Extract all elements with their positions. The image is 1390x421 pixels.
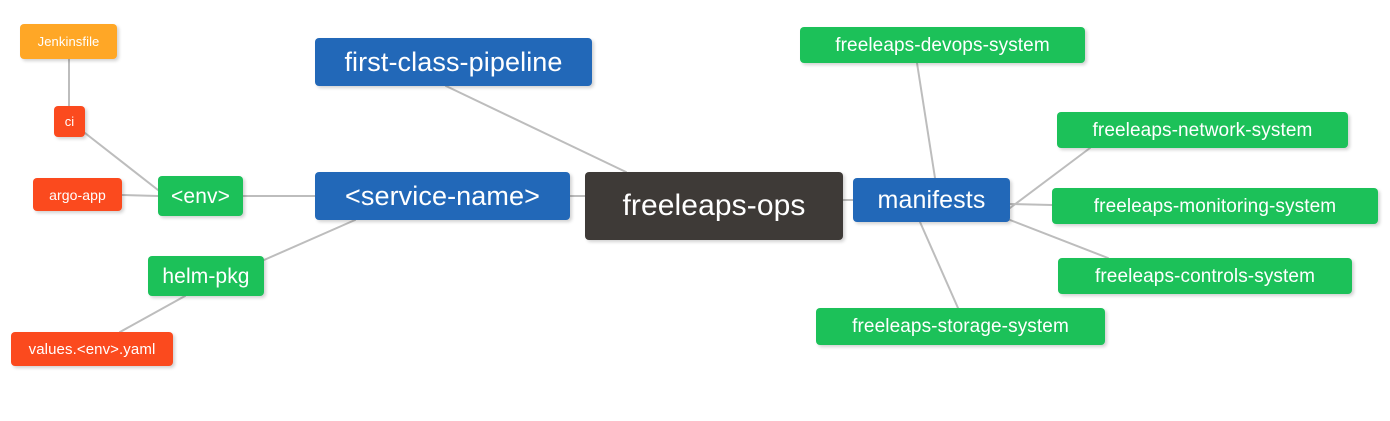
node-env[interactable]: <env> <box>158 176 243 216</box>
node-label-jenkinsfile: Jenkinsfile <box>37 34 100 49</box>
node-label-service-name: <service-name> <box>345 180 540 211</box>
node-label-manifests: manifests <box>877 185 986 214</box>
node-ci[interactable]: ci <box>54 106 85 137</box>
node-freeleaps-controls-system[interactable]: freeleaps-controls-system <box>1058 258 1352 294</box>
node-label-helm-pkg: helm-pkg <box>162 264 250 288</box>
node-first-class-pipeline[interactable]: first-class-pipeline <box>315 38 592 86</box>
node-freeleaps-network-system[interactable]: freeleaps-network-system <box>1057 112 1348 148</box>
edge-first-class-pipeline-to-freeleaps-ops <box>445 85 627 173</box>
node-freeleaps-devops-system[interactable]: freeleaps-devops-system <box>800 27 1085 63</box>
node-label-first-class-pipeline: first-class-pipeline <box>344 46 563 77</box>
node-label-freeleaps-controls-system: freeleaps-controls-system <box>1094 265 1316 287</box>
node-freeleaps-ops[interactable]: freeleaps-ops <box>585 172 843 240</box>
node-freeleaps-monitoring-system[interactable]: freeleaps-monitoring-system <box>1052 188 1378 224</box>
edge-manifests-to-freeleaps-monitoring-system <box>1009 203 1053 206</box>
node-values-yaml[interactable]: values.<env>.yaml <box>11 332 173 366</box>
node-label-ci: ci <box>64 114 75 129</box>
node-freeleaps-storage-system[interactable]: freeleaps-storage-system <box>816 308 1105 345</box>
node-jenkinsfile[interactable]: Jenkinsfile <box>20 24 117 59</box>
edge-manifests-to-freeleaps-storage-system <box>919 221 959 309</box>
node-service-name[interactable]: <service-name> <box>315 172 570 220</box>
node-label-freeleaps-storage-system: freeleaps-storage-system <box>852 316 1069 337</box>
edge-manifests-to-freeleaps-controls-system <box>1009 219 1109 259</box>
edge-argo-app-to-env <box>121 194 159 197</box>
edge-values-yaml-to-helm-pkg <box>119 295 186 333</box>
node-label-freeleaps-monitoring-system: freeleaps-monitoring-system <box>1093 195 1337 217</box>
edge-manifests-to-freeleaps-devops-system <box>916 62 936 179</box>
node-label-env: <env> <box>171 184 230 208</box>
node-label-values-yaml: values.<env>.yaml <box>28 340 156 358</box>
node-label-freeleaps-devops-system: freeleaps-devops-system <box>835 34 1050 56</box>
node-argo-app[interactable]: argo-app <box>33 178 122 211</box>
node-manifests[interactable]: manifests <box>853 178 1010 222</box>
node-label-freeleaps-network-system: freeleaps-network-system <box>1092 119 1313 141</box>
node-label-argo-app: argo-app <box>49 186 106 203</box>
edge-helm-pkg-to-service-name <box>263 219 356 261</box>
node-helm-pkg[interactable]: helm-pkg <box>148 256 264 296</box>
node-label-freeleaps-ops: freeleaps-ops <box>622 189 806 222</box>
